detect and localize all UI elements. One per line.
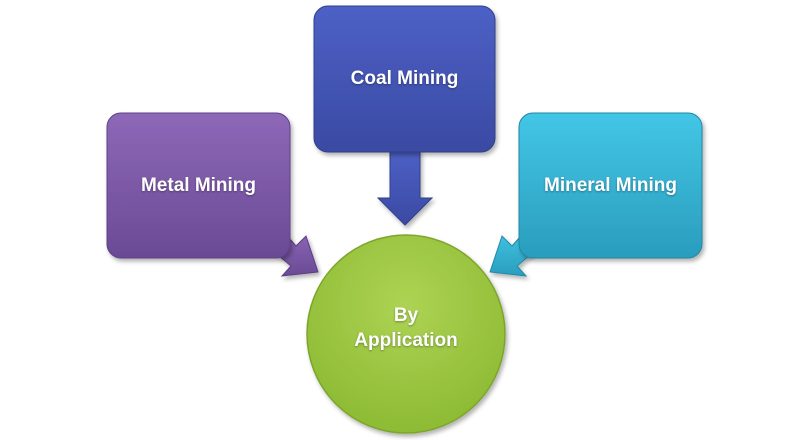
arrow-coal-to-center — [376, 149, 434, 226]
node-mineral-mining-box — [518, 112, 703, 259]
node-metal-mining-box — [106, 112, 291, 259]
node-metal-mining-label: Metal Mining — [140, 174, 257, 196]
center-circle — [306, 234, 506, 434]
node-mineral-mining-label: Mineral Mining — [544, 174, 677, 196]
node-coal-mining-label: Coal Mining — [350, 68, 459, 89]
center-label-line1: By — [393, 305, 419, 326]
center-label-line2: Application — [354, 330, 458, 351]
center-label: By Application — [307, 300, 505, 356]
node-coal-mining-box — [313, 5, 496, 153]
